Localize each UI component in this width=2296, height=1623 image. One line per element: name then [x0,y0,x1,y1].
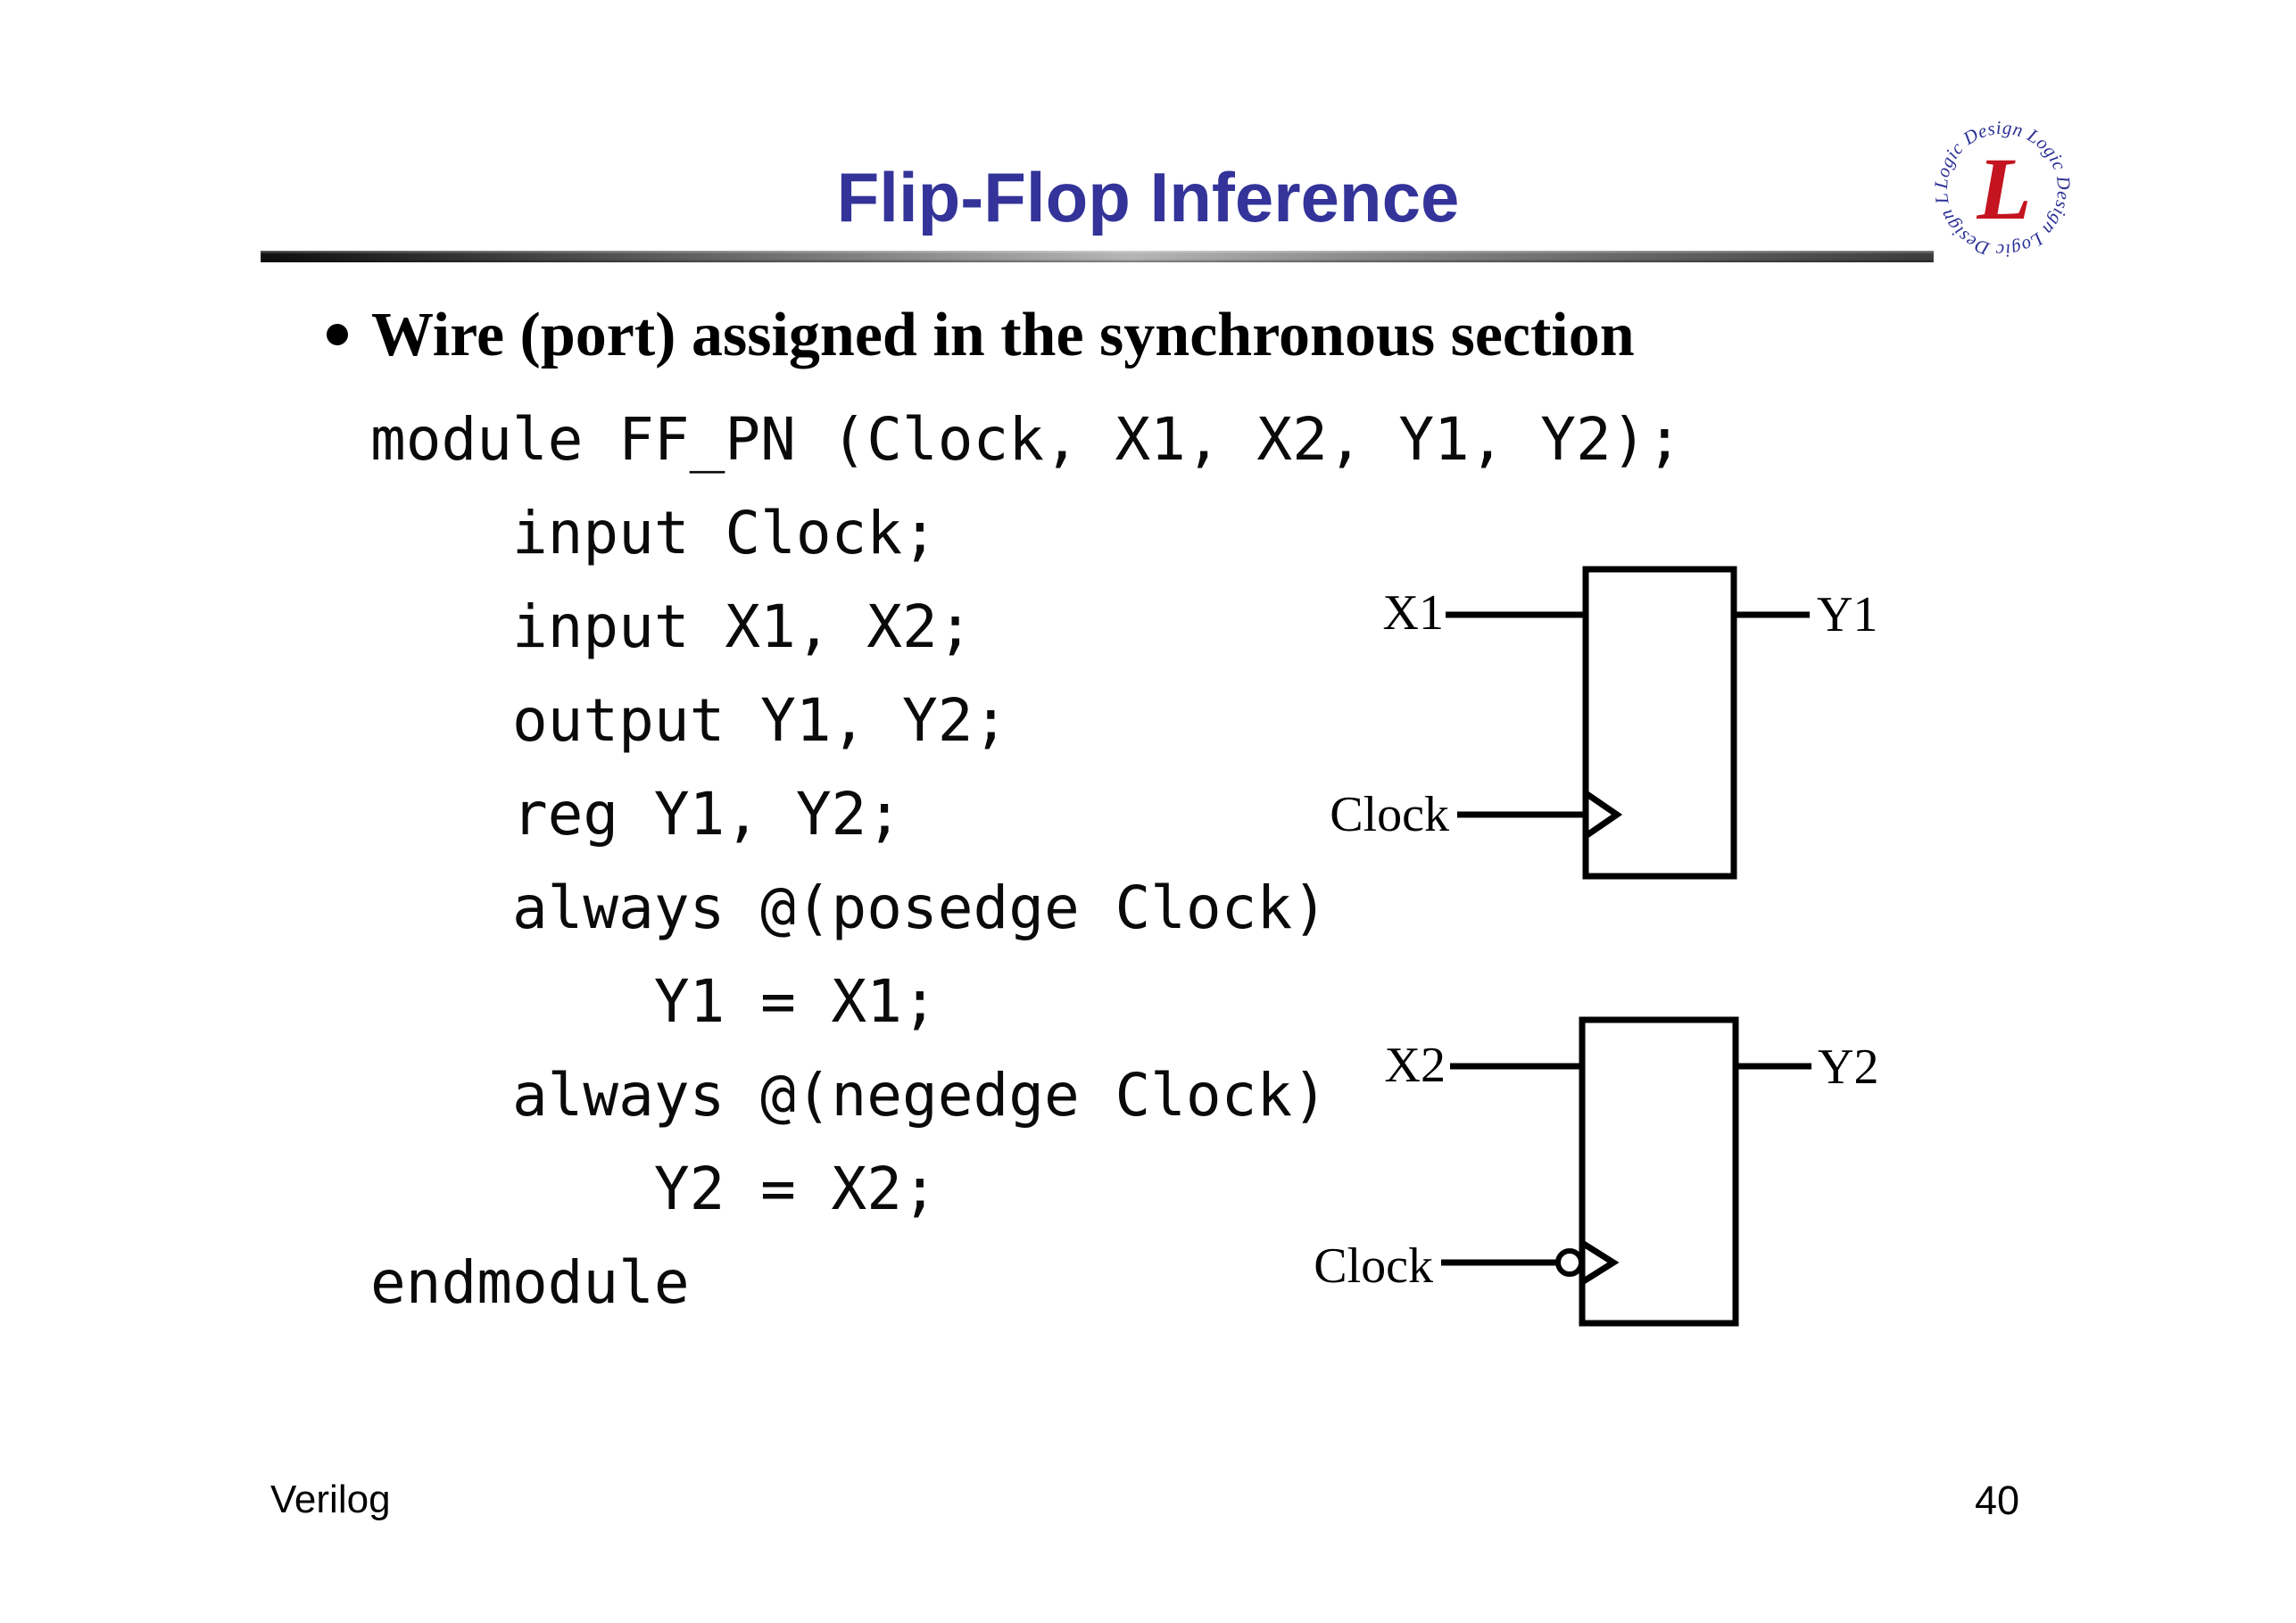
logo-center-letter: L [1976,139,2031,238]
ff-posedge-input-label: X1 [1383,585,1444,641]
ff-negedge-clock-label: Clock [1314,1238,1433,1294]
ff-posedge-diagram: X1 Y1 Clock [1330,566,1877,880]
code-line: Y1 = X1; [370,967,938,1036]
code-line: endmodule [370,1248,690,1317]
ff-posedge-clock-label: Clock [1330,787,1449,842]
logic-design-logo: Logic Design Logic Design Logic Design L… [1924,114,2075,261]
bullet-icon [327,324,348,345]
ff-negedge-input-label: X2 [1385,1038,1446,1093]
ff-negedge-output-label: Y2 [1818,1039,1878,1095]
footer-label: Verilog [270,1478,391,1521]
ff-posedge-output-label: Y1 [1817,587,1877,642]
code-line: always @(negedge Clock) [370,1061,1328,1130]
code-line: input Clock; [370,499,938,567]
verilog-code-block: module FF_PN (Clock, X1, X2, Y1, Y2); in… [370,393,1682,1329]
clock-edge-chevron-icon [1580,1240,1620,1285]
ff-negedge-diagram: X2 Y2 Clock [1314,1016,1878,1327]
code-line: module FF_PN (Clock, X1, X2, Y1, Y2); [370,405,1683,474]
bullet-label: Wire (port) assigned in the synchronous … [371,301,1635,369]
clock-edge-chevron-icon [1584,791,1623,839]
page-title: Flip-Flop Inference [836,158,1460,236]
code-line: Y2 = X2; [370,1155,938,1223]
code-line: input X1, X2; [370,592,974,661]
code-line: always @(posedge Clock) [370,874,1328,942]
title-divider [261,251,1934,262]
page-number: 40 [1975,1478,2020,1523]
code-line: output Y1, Y2; [370,686,1009,755]
ff-negedge-box [1579,1016,1739,1327]
flipflop-diagrams: X1 Y1 Clock X2 Y2 Clock [1314,566,1878,1327]
code-line: reg Y1, Y2; [370,780,903,849]
ff-posedge-box [1582,566,1737,880]
negedge-bubble-icon [1555,1248,1584,1277]
